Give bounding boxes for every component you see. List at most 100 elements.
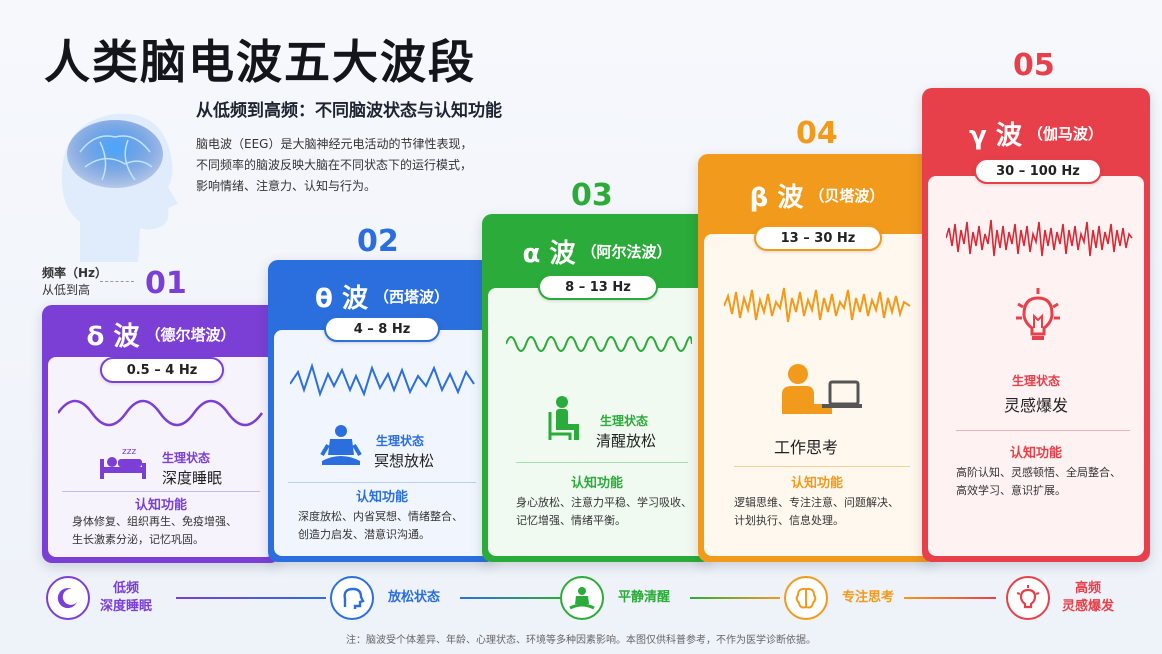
flow-connector (460, 597, 560, 599)
band-number: 03 (571, 178, 613, 213)
cognitive-line: 生长激素分泌，记忆巩固。 (72, 533, 204, 546)
cognitive-line: 记忆增强、情绪平衡。 (516, 514, 626, 527)
cognitive-line: 高阶认知、灵感顿悟、全局整合、 (956, 466, 1121, 479)
cognitive-text: 身体修复、组织再生、免疫增强、 生长激素分泌，记忆巩固。 (72, 513, 237, 549)
cognitive-title: 认知功能 (570, 476, 623, 491)
flow-label-line: 灵感爆发 (1062, 599, 1115, 614)
band-glyph: α 波 (522, 238, 576, 269)
cognitive-title: 认知功能 (1009, 446, 1062, 461)
state-value: 清醒放松 (596, 432, 657, 450)
lightbulb-icon (1016, 288, 1060, 340)
cognitive-line: 身体修复、组织再生、免疫增强、 (72, 515, 237, 528)
frequency-label-line: 从低到高 (42, 283, 91, 297)
band-card-alpha: α 波 （阿尔法波） 8 – 13 Hz 生理状态 清醒放松 认知功能 身心放松… (482, 214, 712, 562)
wave-gamma (946, 219, 1133, 257)
flow-connector (904, 597, 996, 599)
band-name: （西塔波） (373, 287, 449, 306)
working-person-icon (782, 364, 862, 414)
cognitive-title: 认知功能 (355, 490, 408, 505)
frequency-label-line: 频率（Hz） (42, 266, 108, 280)
band-card-beta: β 波 （贝塔波） 13 – 30 Hz 工作思考 认知功能 逻辑思维、专注注意… (698, 154, 936, 562)
cognitive-line: 创造力启发、潜意识沟通。 (298, 528, 430, 541)
flow-connector (690, 597, 780, 599)
flow-label-line: 专注思考 (842, 590, 895, 605)
state-value: 工作思考 (774, 438, 839, 457)
flow-label-line: 深度睡眠 (100, 599, 153, 614)
frequency-range: 4 – 8 Hz (324, 316, 440, 342)
band-name: （阿尔法波） (581, 242, 672, 261)
cognitive-line: 深度放松、内省冥想、情绪整合、 (298, 510, 463, 523)
state-value: 灵感爆发 (1003, 396, 1068, 415)
state-title: 生理状态 (376, 434, 425, 448)
description-line: 脑电波（EEG）是大脑神经元电活动的节律性表现， (196, 137, 473, 151)
flow-label-line: 放松状态 (388, 590, 441, 605)
state-title: 生理状态 (1011, 374, 1060, 388)
frequency-label: 频率（Hz） 从低到高 (42, 265, 107, 299)
band-number: 05 (1013, 48, 1055, 83)
band-name: （贝塔波） (809, 186, 885, 205)
svg-text:zzz: zzz (122, 447, 136, 457)
card-header: δ 波 （德尔塔波） (42, 305, 280, 363)
divider (956, 430, 1130, 431)
footnote: 注：脑波受个体差异、年龄、心理状态、环境等多种因素影响。本图仅供科普参考，不作为… (346, 635, 816, 646)
card-header: β 波 （贝塔波） (698, 154, 936, 236)
band-glyph: δ 波 (86, 321, 140, 352)
divider (288, 482, 476, 483)
meditation-icon (560, 576, 604, 620)
cognitive-title: 认知功能 (134, 498, 187, 513)
moon-icon (46, 576, 90, 620)
band-glyph: θ 波 (315, 283, 368, 314)
band-card-gamma: γ 波 （伽马波） 30 – 100 Hz 生理状态 灵感爆发 认知功能 高阶认… (922, 88, 1150, 562)
head-icon (330, 576, 374, 620)
band-name: （德尔塔波） (145, 325, 236, 344)
divider (62, 491, 260, 492)
cognitive-text: 深度放松、内省冥想、情绪整合、 创造力启发、潜意识沟通。 (298, 508, 463, 544)
flow-label: 专注思考 (842, 589, 894, 607)
card-body (48, 357, 274, 557)
flow-connector (176, 597, 326, 599)
card-body (274, 330, 490, 556)
flow-label-line: 高频 (1075, 581, 1102, 596)
card-body (488, 288, 706, 556)
card-header: α 波 （阿尔法波） (482, 214, 712, 288)
flow-label-line: 平静清醒 (618, 590, 671, 605)
sitting-person-icon (548, 396, 579, 440)
band-card-delta: δ 波 （德尔塔波） 0.5 – 4 Hz zzz 生理状态 深度睡眠 认知功能… (42, 305, 280, 563)
cognitive-title: 认知功能 (790, 476, 843, 491)
frequency-arrow (100, 281, 134, 282)
cognitive-line: 逻辑思维、专注注意、问题解决、 (734, 496, 899, 509)
frequency-range: 13 – 30 Hz (754, 225, 882, 251)
frequency-range: 30 – 100 Hz (974, 158, 1102, 184)
card-header: γ 波 （伽马波） (922, 88, 1150, 178)
band-card-theta: θ 波 （西塔波） 4 – 8 Hz 生理状态 冥想放松 认知功能 深度放松、内… (268, 260, 496, 562)
cognitive-line: 身心放松、注意力平稳、学习吸收、 (516, 496, 692, 509)
cognitive-text: 高阶认知、灵感顿悟、全局整合、 高效学习、意识扩展。 (956, 464, 1121, 500)
flow-label: 高频 灵感爆发 (1062, 580, 1114, 616)
page-title: 人类脑电波五大波段 (44, 35, 476, 89)
flow-label-line: 低频 (113, 581, 140, 596)
card-header: θ 波 （西塔波） (268, 260, 496, 332)
wave-beta (724, 287, 911, 323)
wave-alpha (506, 336, 692, 352)
card-body (704, 234, 930, 556)
state-value: 冥想放松 (374, 452, 435, 470)
wave-theta (290, 362, 475, 398)
band-number: 01 (145, 266, 187, 301)
lightbulb-icon (1006, 576, 1050, 620)
flow-label: 平静清醒 (618, 589, 670, 607)
state-value: 深度睡眠 (162, 469, 223, 487)
band-number: 04 (796, 116, 838, 151)
description: 脑电波（EEG）是大脑神经元电活动的节律性表现， 不同频率的脑波反映大脑在不同状… (196, 134, 516, 197)
description-line: 不同频率的脑波反映大脑在不同状态下的运行模式， (196, 158, 473, 172)
description-line: 影响情绪、注意力、认知与行为。 (196, 179, 377, 193)
page-subtitle: 从低频到高频：不同脑波状态与认知功能 (196, 101, 502, 121)
state-title: 生理状态 (162, 451, 211, 465)
brain-head-illustration (61, 113, 178, 262)
band-glyph: β 波 (749, 182, 804, 213)
sleeping-person-icon: zzz (100, 447, 146, 479)
wave-delta (58, 399, 264, 427)
band-name: （伽马波） (1027, 124, 1103, 143)
divider (516, 462, 688, 463)
frequency-range: 0.5 – 4 Hz (100, 357, 224, 383)
cognitive-text: 身心放松、注意力平稳、学习吸收、 记忆增强、情绪平衡。 (516, 494, 692, 530)
